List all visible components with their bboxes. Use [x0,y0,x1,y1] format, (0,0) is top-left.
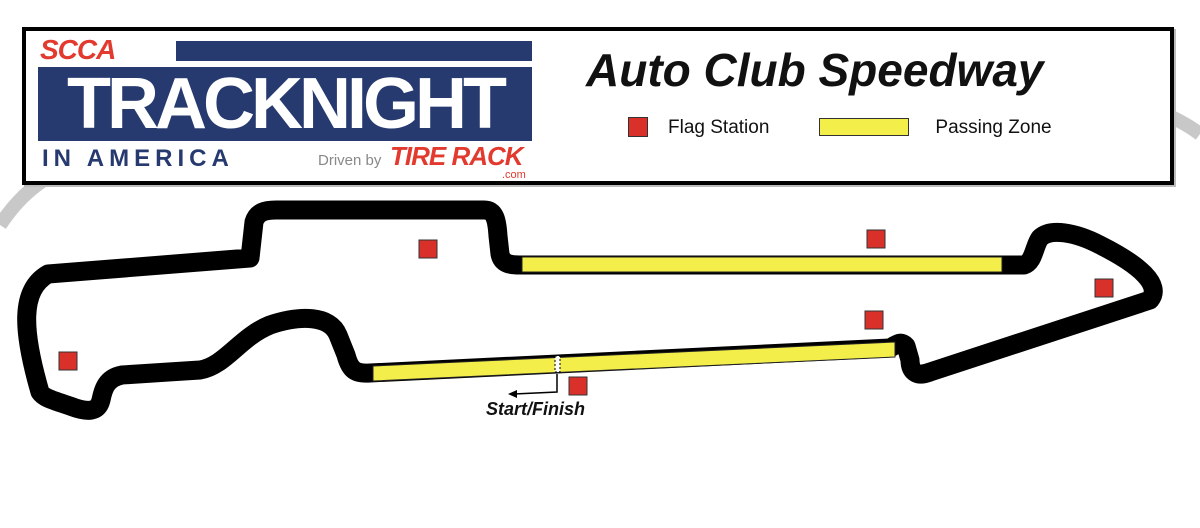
passing-zone-back-straight [521,256,1003,273]
logo-com: .com [502,169,526,181]
legend: Flag Station Passing Zone [628,117,1052,137]
flag-station [418,239,438,259]
logo-tracknight: TRACKNIGHT [38,67,532,141]
arrow-head-icon [508,390,517,398]
logo-tire-rack: TIRE RACK [390,141,524,171]
start-finish-line-icon [554,355,561,373]
passing-zone-front-straight [372,341,896,382]
passing-zone-swatch-icon [819,118,910,136]
flag-station [58,351,78,371]
logo-scca: SCCA [40,34,116,65]
track-title: Auto Club Speedway [586,44,1044,96]
flag-station [866,229,886,249]
flag-station [1094,278,1114,298]
legend-flag-station: Flag Station [668,116,770,138]
header-panel: SCCA TRACKNIGHT IN AMERICA Driven by TIR… [22,27,1174,185]
logo-in-america: IN AMERICA [42,145,234,172]
logo-driven-by: Driven by [318,152,382,169]
logo-bar [176,41,532,61]
track-outline [17,200,1163,420]
start-finish-arrow-icon [513,374,558,395]
flag-station-swatch-icon [628,117,648,137]
legend-passing-zone: Passing Zone [935,116,1052,138]
start-finish-label: Start/Finish [486,399,586,419]
flag-station [864,310,884,330]
flag-station [568,376,588,396]
